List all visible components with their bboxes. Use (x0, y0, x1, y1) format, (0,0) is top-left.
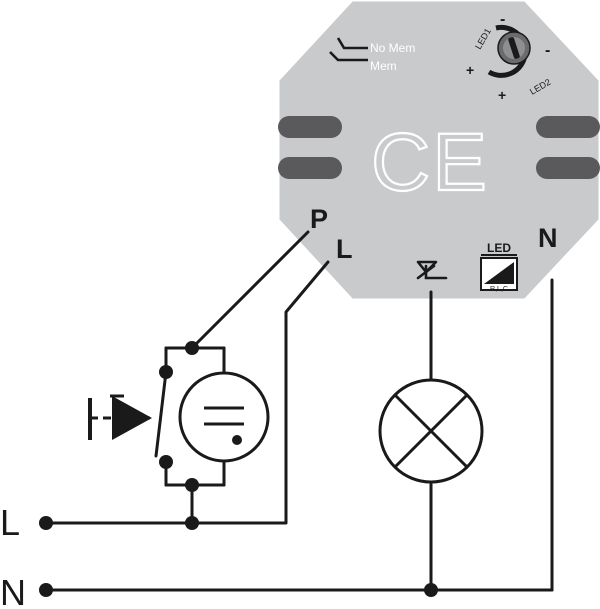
module-body (276, 0, 600, 302)
mount-slot-right-top (536, 116, 600, 138)
minus-led2: - (545, 42, 550, 59)
node-l-input (39, 516, 53, 530)
led-box-title: LED (487, 241, 511, 255)
glow-lamp-icon (178, 371, 270, 463)
node-n-input (39, 583, 53, 597)
plus-led1: + (466, 62, 474, 78)
memory-mode-icon (329, 37, 368, 62)
minus-led1: - (500, 11, 505, 28)
led-rlc-box: LED R,L,C (480, 241, 518, 293)
line-l-label: L (0, 502, 20, 543)
node-n-junction (424, 583, 438, 597)
led-box-sub: R,L,C (490, 286, 508, 293)
node-bottom-mid (185, 478, 199, 492)
mount-slot-left-top (278, 116, 342, 138)
pushbutton-switch-icon (88, 394, 154, 440)
wire-l-terminal (190, 260, 330, 525)
node-bottom-left (159, 455, 173, 469)
terminal-n-label: N (538, 223, 558, 253)
node-l-junction (185, 516, 199, 530)
line-n-label: N (0, 572, 26, 609)
lamp-load-icon (378, 378, 484, 484)
plus-led2: + (498, 87, 506, 103)
mem-label-mem: Mem (370, 59, 397, 73)
fan-symbol-icon (416, 260, 448, 280)
terminal-l-label: L (336, 234, 353, 264)
mount-slot-right-bottom (536, 157, 600, 179)
mem-label-no-mem: No Mem (370, 41, 415, 55)
adjustment-dial-icon[interactable] (487, 24, 531, 78)
terminal-p-label: P (310, 204, 328, 234)
junction-nodes (39, 341, 438, 597)
mount-slot-left-bottom (278, 157, 342, 179)
node-top-left (159, 365, 173, 379)
ce-mark: CE (371, 117, 489, 208)
dimmer-module: CE No Mem Mem LED1 LED2 + - + - P L N (276, 0, 600, 302)
node-top-mid (185, 341, 199, 355)
wire-p-terminal (190, 230, 310, 350)
